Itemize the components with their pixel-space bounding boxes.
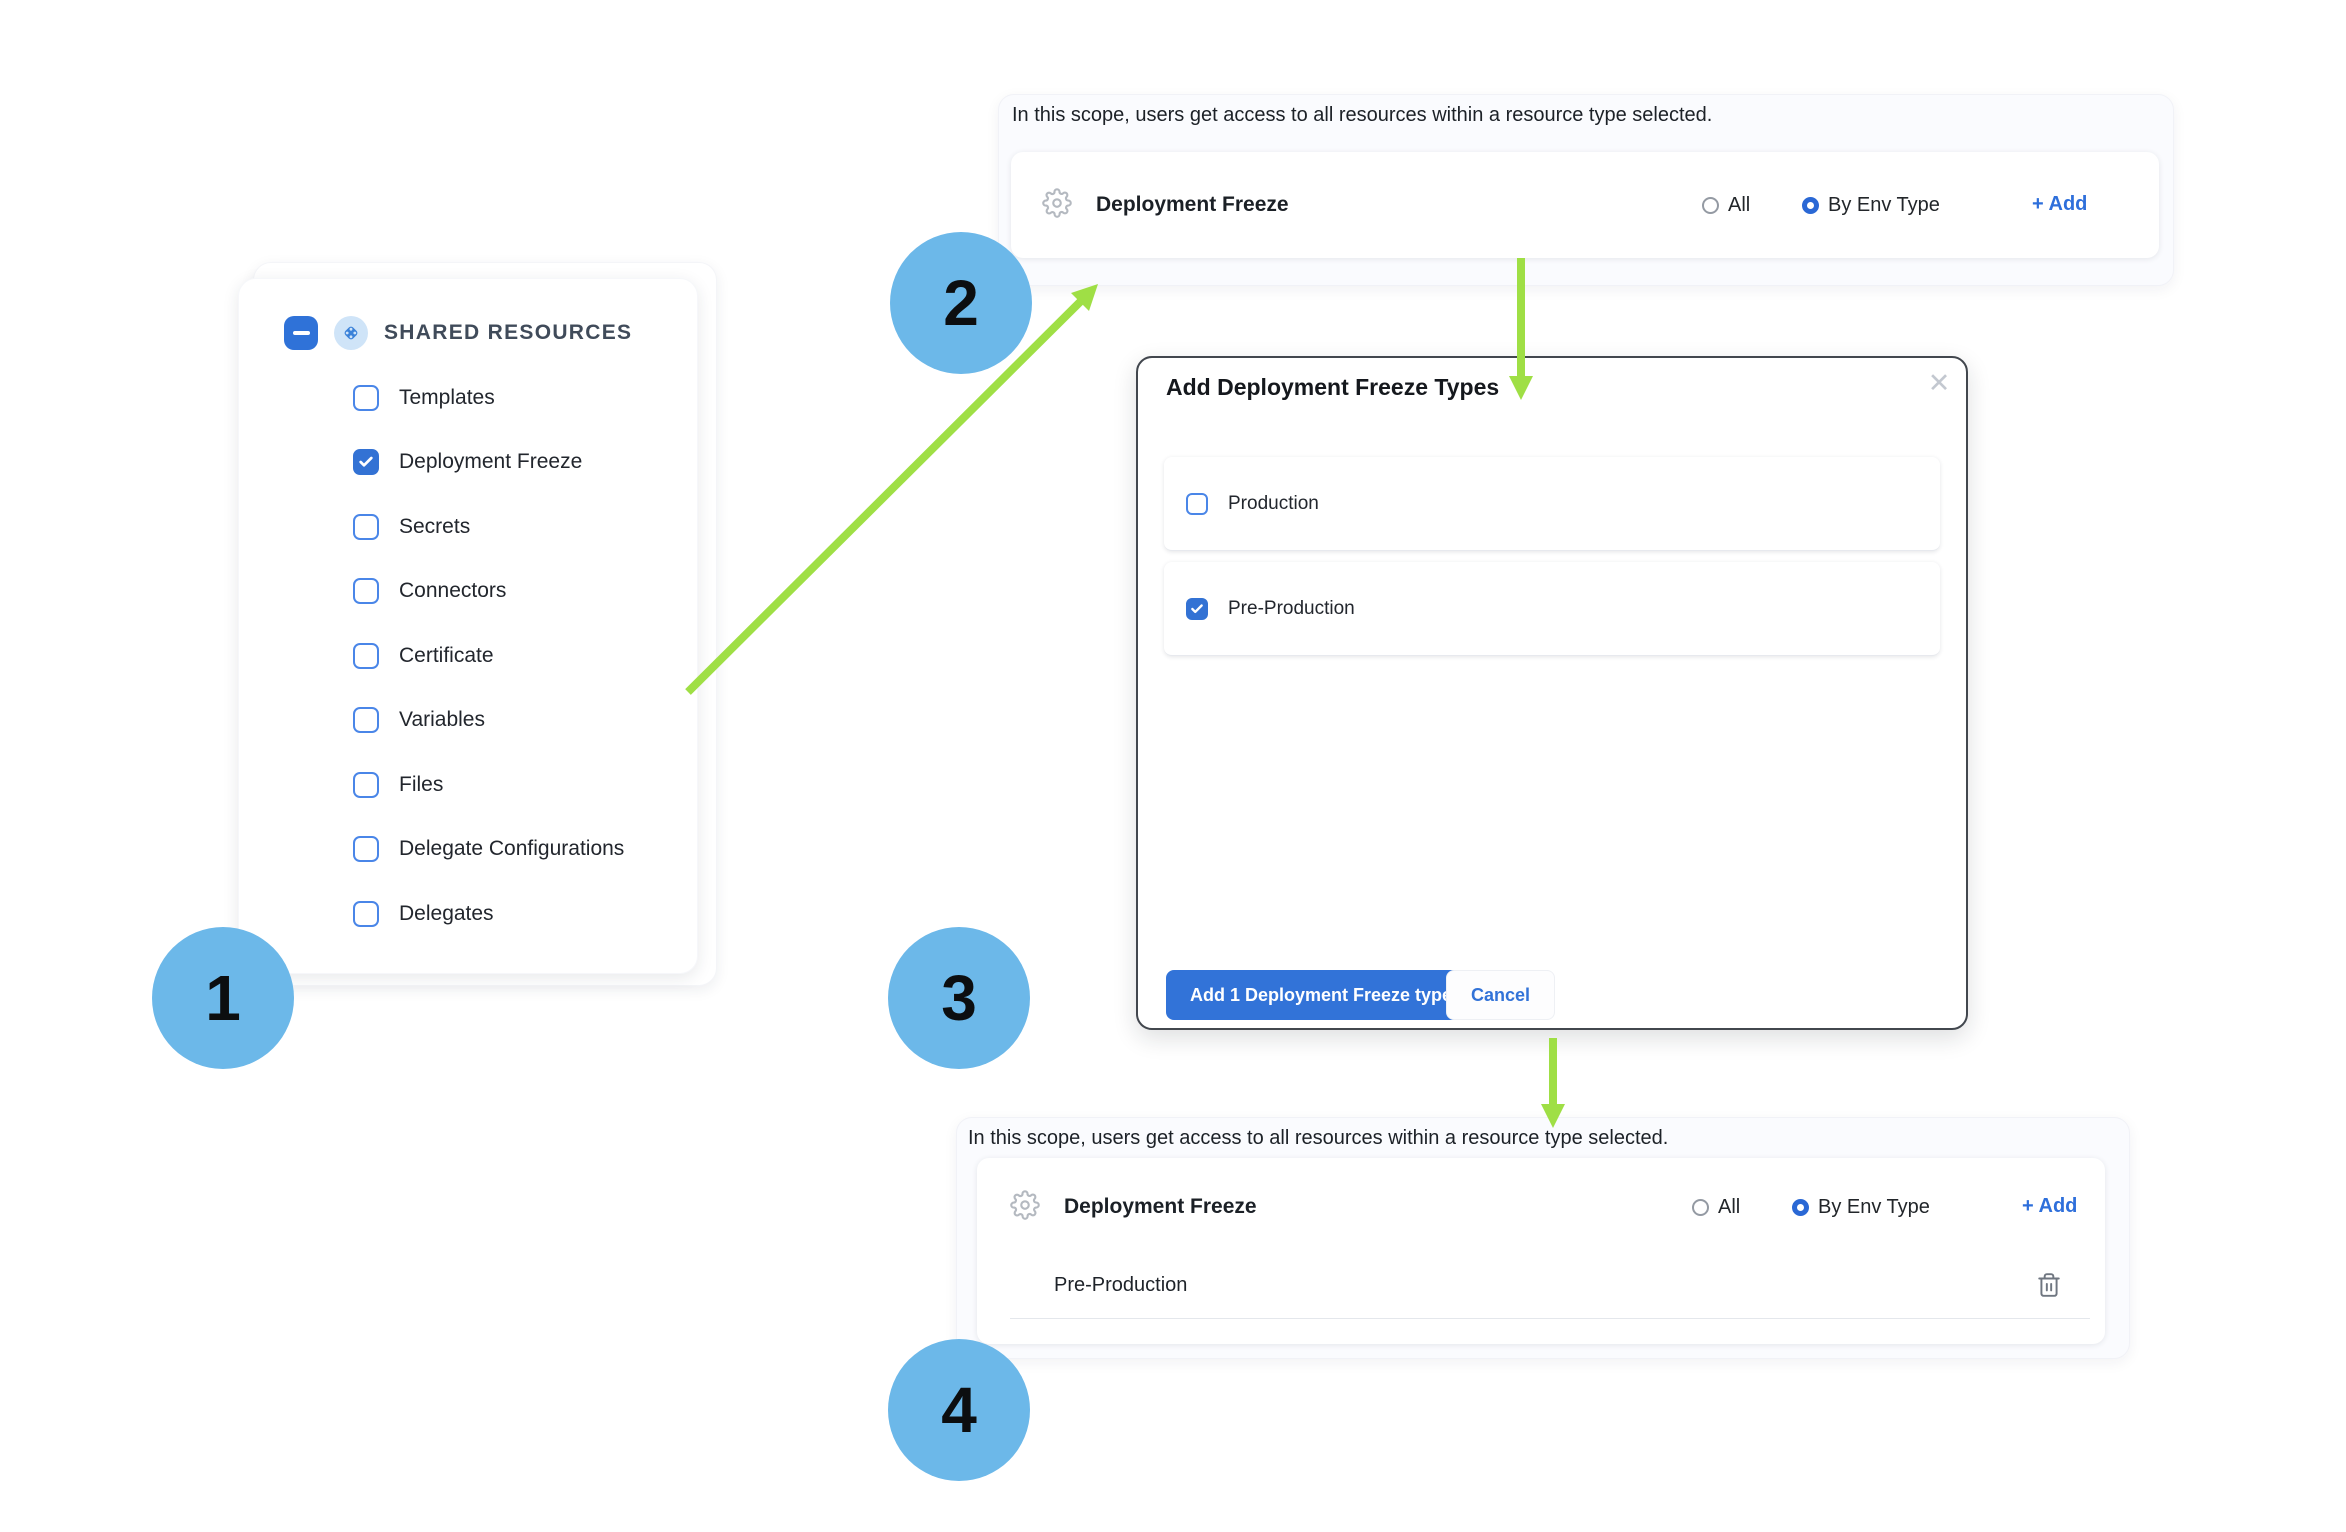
radio-all-top[interactable]: All bbox=[1702, 194, 1750, 216]
checkbox-pre-production[interactable] bbox=[1186, 597, 1208, 620]
add-button-bottom[interactable]: + Add bbox=[2022, 1195, 2078, 1217]
sidebar-item-files[interactable]: Files bbox=[353, 768, 443, 802]
sidebar-item-label: Templates bbox=[399, 386, 495, 409]
checkbox-files[interactable] bbox=[353, 772, 379, 798]
radio-circle-by-env-type[interactable] bbox=[1802, 196, 1819, 214]
checkbox-templates[interactable] bbox=[353, 385, 379, 411]
radio-by-env-type-bottom[interactable]: By Env Type bbox=[1792, 1196, 1930, 1218]
step-badge-2: 2 bbox=[890, 232, 1032, 374]
shared-resources-title: SHARED RESOURCES bbox=[384, 321, 633, 344]
sidebar-item-delegate-configurations[interactable]: Delegate Configurations bbox=[353, 832, 624, 866]
radio-label-all: All bbox=[1718, 1195, 1741, 1218]
arrowhead-diagonal bbox=[1071, 284, 1098, 311]
resource-type-row: Deployment Freeze bbox=[1010, 1189, 1257, 1225]
checkbox-connectors[interactable] bbox=[353, 578, 379, 604]
sidebar-item-delegates[interactable]: Delegates bbox=[353, 897, 494, 931]
sidebar-item-templates[interactable]: Templates bbox=[353, 381, 495, 415]
checkbox-delegates[interactable] bbox=[353, 901, 379, 927]
radio-label-all: All bbox=[1728, 193, 1751, 216]
sidebar-item-connectors[interactable]: Connectors bbox=[353, 574, 506, 608]
add-deployment-freeze-type-button[interactable]: Add 1 Deployment Freeze type bbox=[1166, 970, 1477, 1020]
resources-panel bbox=[238, 278, 698, 974]
checkbox-secrets[interactable] bbox=[353, 514, 379, 540]
resource-type-card bbox=[977, 1158, 2105, 1344]
checkbox-certificate[interactable] bbox=[353, 643, 379, 669]
resource-type-row: Deployment Freeze bbox=[1042, 187, 1289, 223]
sidebar-item-label: Deployment Freeze bbox=[399, 450, 583, 473]
modal-title: Add Deployment Freeze Types bbox=[1166, 374, 1500, 400]
resource-type-label: Deployment Freeze bbox=[1064, 1195, 1257, 1218]
resource-type-card bbox=[1011, 152, 2159, 258]
sidebar-item-secrets[interactable]: Secrets bbox=[353, 510, 470, 544]
add-button-top[interactable]: + Add bbox=[2032, 193, 2088, 215]
step-badge-4: 4 bbox=[888, 1339, 1030, 1481]
radio-label-by-env-type: By Env Type bbox=[1818, 1195, 1930, 1218]
step-badge-1: 1 bbox=[152, 927, 294, 1069]
radio-by-env-type-top[interactable]: By Env Type bbox=[1802, 194, 1940, 216]
sidebar-item-deployment-freeze[interactable]: Deployment Freeze bbox=[353, 445, 582, 479]
selected-env-type: Pre-Production bbox=[1054, 1274, 1188, 1296]
gear-icon bbox=[1010, 1189, 1040, 1225]
sidebar-item-label: Delegates bbox=[399, 902, 494, 925]
checkbox-variables[interactable] bbox=[353, 707, 379, 733]
sidebar-item-certificate[interactable]: Certificate bbox=[353, 639, 494, 673]
sidebar-item-label: Variables bbox=[399, 708, 485, 731]
sidebar-item-label: Certificate bbox=[399, 644, 494, 667]
trash-icon[interactable] bbox=[2036, 1272, 2062, 1303]
close-icon[interactable]: ✕ bbox=[1927, 368, 1951, 398]
gear-icon bbox=[1042, 187, 1072, 223]
checkbox-production[interactable] bbox=[1186, 492, 1208, 515]
cancel-button[interactable]: Cancel bbox=[1446, 970, 1556, 1020]
scope-description: In this scope, users get access to all r… bbox=[968, 1127, 1669, 1149]
resource-type-label: Deployment Freeze bbox=[1096, 193, 1289, 216]
radio-circle-all[interactable] bbox=[1692, 1198, 1709, 1216]
sidebar-item-variables[interactable]: Variables bbox=[353, 703, 485, 737]
radio-circle-by-env-type[interactable] bbox=[1792, 1198, 1809, 1216]
modal-item-production[interactable]: Production bbox=[1164, 457, 1940, 551]
row-divider bbox=[1010, 1318, 2090, 1319]
modal-item-label: Pre-Production bbox=[1228, 597, 1355, 619]
modal-item-pre-production[interactable]: Pre-Production bbox=[1164, 562, 1940, 656]
collapse-checkbox-icon[interactable] bbox=[284, 316, 318, 350]
resources-panel-header: SHARED RESOURCES bbox=[284, 314, 632, 352]
shared-resources-icon bbox=[334, 316, 368, 350]
sidebar-item-label: Secrets bbox=[399, 515, 471, 538]
sidebar-item-label: Files bbox=[399, 773, 444, 796]
scope-description: In this scope, users get access to all r… bbox=[1012, 104, 1713, 126]
sidebar-item-label: Connectors bbox=[399, 579, 507, 602]
checkbox-delegate-configurations[interactable] bbox=[353, 836, 379, 862]
checkbox-deployment-freeze[interactable] bbox=[353, 449, 379, 475]
arrow-step1-to-step2 bbox=[685, 296, 1086, 695]
radio-circle-all[interactable] bbox=[1702, 196, 1719, 214]
sidebar-item-label: Delegate Configurations bbox=[399, 837, 625, 860]
modal-item-label: Production bbox=[1228, 492, 1319, 514]
radio-label-by-env-type: By Env Type bbox=[1828, 193, 1940, 216]
radio-all-bottom[interactable]: All bbox=[1692, 1196, 1740, 1218]
step-badge-3: 3 bbox=[888, 927, 1030, 1069]
